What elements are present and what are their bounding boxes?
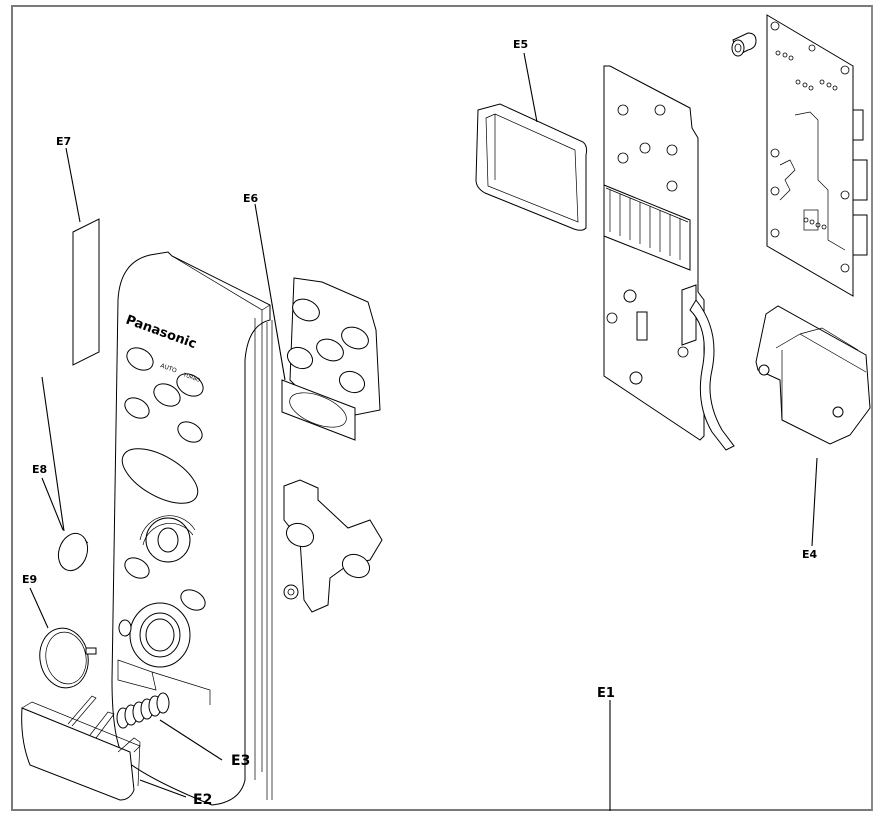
- callout-e7: E7: [56, 135, 71, 148]
- part-main-pcb: [766, 14, 868, 297]
- part-e6-keypad: [281, 277, 381, 441]
- part-e3-spring: [116, 692, 170, 729]
- callout-e1: E1: [597, 686, 615, 701]
- diagram-frame: [11, 5, 873, 811]
- leader-e9: [29, 587, 49, 629]
- part-e1-pcb: [603, 65, 735, 451]
- leader-e4: [811, 457, 818, 547]
- part-e7-strip: [72, 218, 100, 366]
- part-standoff: [731, 32, 757, 57]
- part-e8-cap: [57, 532, 89, 572]
- part-e5-frame: [475, 103, 588, 231]
- leader-e8: [41, 376, 65, 532]
- part-e9-cap: [39, 627, 97, 689]
- callout-e8: E8: [32, 463, 47, 476]
- part-switch-plate: [283, 479, 383, 613]
- part-e4-bracket: [755, 305, 871, 445]
- callout-e9: E9: [22, 573, 37, 586]
- leader-e6: [254, 203, 286, 381]
- callout-e2: E2: [193, 792, 212, 808]
- leader-e8b: [41, 477, 64, 531]
- callout-e4: E4: [802, 548, 818, 561]
- callout-e6: E6: [243, 192, 259, 205]
- leader-e7: [65, 147, 81, 223]
- callout-e3: E3: [231, 753, 250, 769]
- button-label-turbo: TURBO: [181, 372, 200, 384]
- leader-e2: [139, 779, 187, 798]
- leader-e3: [159, 719, 223, 761]
- part-front-panel: [111, 251, 273, 806]
- leader-e5: [523, 52, 538, 123]
- part-e2-lever: [21, 695, 141, 801]
- callout-e5: E5: [513, 38, 528, 51]
